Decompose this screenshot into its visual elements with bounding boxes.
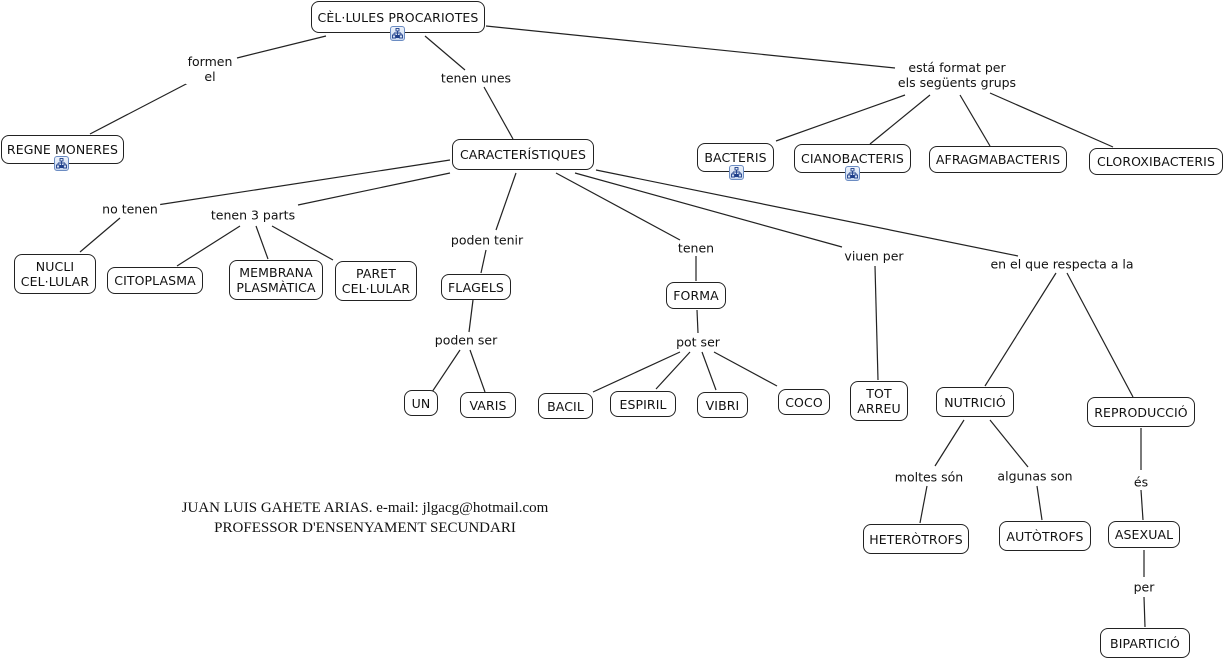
line (1140, 489, 1144, 521)
line (79, 217, 121, 253)
node-un[interactable]: UN (404, 390, 438, 416)
link-label-tenen: tenen (675, 240, 717, 256)
line (297, 172, 451, 206)
line (1143, 596, 1146, 628)
node-cloroxibacteris[interactable]: CLOROXIBACTERIS (1089, 148, 1223, 175)
node-tot-arreu[interactable]: TOT ARREU (850, 381, 908, 421)
link-label-algunas-son: algunas son (995, 468, 1075, 484)
line (869, 94, 931, 145)
link-label-no-tenen: no tenen (100, 201, 160, 217)
line (495, 172, 517, 231)
node-vibri[interactable]: VIBRI (697, 392, 748, 418)
line (595, 169, 1019, 257)
author-line: JUAN LUIS GAHETE ARIAS. e-mail: jlgacg@h… (181, 500, 549, 516)
line (919, 485, 928, 524)
node-citoplasma[interactable]: CITOPLASMA (107, 267, 203, 294)
node-forma[interactable]: FORMA (666, 282, 726, 309)
link-label-poden-ser: poden ser (432, 332, 500, 348)
link-label-es: és (1131, 474, 1151, 490)
link-label-pot-ser: pot ser (674, 334, 722, 350)
line (874, 265, 879, 381)
concept-submap-icon[interactable] (729, 165, 744, 180)
node-heterotrofs[interactable]: HETERÒTROFS (863, 524, 969, 554)
line (255, 225, 269, 260)
line (1066, 272, 1134, 398)
line (655, 351, 691, 390)
line (574, 172, 843, 248)
line (468, 299, 474, 333)
node-asexual[interactable]: ASEXUAL (1108, 521, 1180, 548)
line (701, 351, 717, 391)
link-label-formen-el: formen el (185, 54, 235, 84)
line (984, 272, 1057, 387)
line (934, 419, 965, 467)
concept-submap-icon[interactable] (54, 156, 69, 171)
link-label-tenen-unes: tenen unes (438, 70, 514, 86)
line (696, 309, 699, 334)
node-bacteris[interactable]: BACTERIS (697, 143, 774, 172)
author-role: PROFESSOR D'ENSENYAMENT SECUNDARI (214, 520, 516, 536)
line (236, 35, 327, 59)
node-nutricio[interactable]: NUTRICIÓ (936, 387, 1014, 417)
link-label-viuen-per: viuen per (842, 248, 906, 264)
link-label-moltes-son: moltes són (892, 469, 966, 485)
line (431, 349, 461, 393)
link-label-tenen-3-parts: tenen 3 parts (208, 207, 298, 223)
line (713, 351, 778, 387)
link-label-en-el-que-respecta: en el que respecta a la (988, 256, 1136, 272)
line (424, 35, 466, 71)
link-label-per: per (1131, 579, 1157, 595)
node-autotrofs[interactable]: AUTÒTROFS (999, 521, 1091, 551)
line (592, 351, 681, 393)
node-paret-cellular[interactable]: PARET CEL·LULAR (335, 261, 417, 301)
line (1036, 485, 1043, 521)
node-espiril[interactable]: ESPIRIL (610, 391, 676, 417)
node-cellules-procariotes[interactable]: CÈL·LULES PROCARIOTES (311, 1, 485, 33)
node-caracteristiques[interactable]: CARACTERÍSTIQUES (452, 139, 594, 170)
line (555, 172, 681, 241)
link-label-esta-format: está format per els següents grups (895, 60, 1019, 90)
author-credit: JUAN LUIS GAHETE ARIAS. e-mail: jlgacg@h… (165, 498, 565, 538)
line (176, 225, 241, 267)
line (775, 94, 906, 142)
line (959, 94, 991, 147)
node-varis[interactable]: VARIS (460, 392, 516, 418)
line (989, 92, 1114, 148)
line (271, 225, 334, 261)
line (989, 419, 1029, 468)
line (469, 349, 486, 393)
line (483, 86, 514, 140)
link-label-poden-tenir: poden tenir (448, 232, 526, 248)
node-reproduccio[interactable]: REPRODUCCIÓ (1087, 397, 1195, 427)
line (89, 82, 189, 135)
node-flagels[interactable]: FLAGELS (441, 274, 511, 300)
node-biparticio[interactable]: BIPARTICIÓ (1100, 628, 1190, 658)
concept-submap-icon[interactable] (845, 166, 860, 181)
node-bacil[interactable]: BACIL (538, 393, 593, 419)
line (485, 25, 896, 69)
line (480, 249, 487, 274)
node-membrana-plasmatica[interactable]: MEMBRANA PLASMÀTICA (229, 260, 323, 300)
node-nucli-cellular[interactable]: NUCLI CEL·LULAR (14, 254, 96, 294)
node-afragmabacteris[interactable]: AFRAGMABACTERIS (929, 146, 1067, 173)
node-coco[interactable]: COCO (778, 389, 830, 415)
concept-submap-icon[interactable] (390, 26, 405, 41)
line (156, 159, 451, 206)
